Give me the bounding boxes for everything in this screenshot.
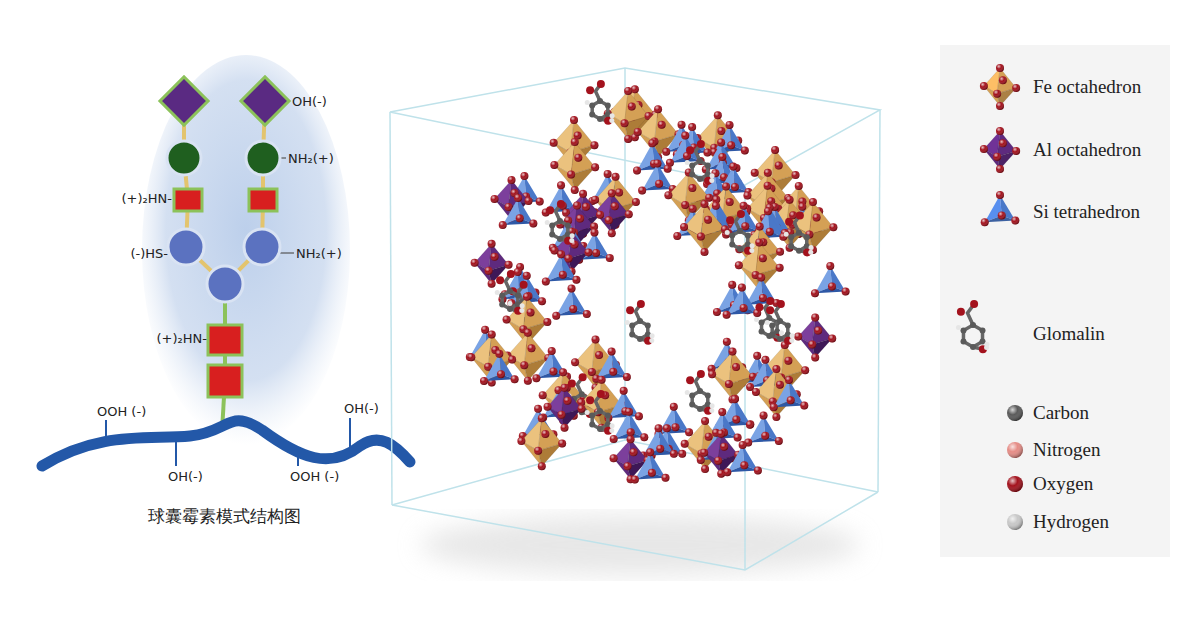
legend-text: Oxygen <box>1033 473 1093 494</box>
legend-swatch <box>960 47 1040 127</box>
group-label: OOH (-) <box>290 467 339 485</box>
caption: 球囊霉素模式结构图 <box>148 506 301 526</box>
group-label: (+)₂HN- <box>157 329 207 347</box>
group-label: OH(-) <box>168 467 203 485</box>
group-label: OOH (-) <box>97 402 146 420</box>
functional-group: NH₂(+) <box>288 151 334 166</box>
functional-group: OOH (-) <box>290 469 339 484</box>
functional-group: (+)₂HN- <box>157 331 207 346</box>
legend-text: Glomalin <box>1033 323 1105 344</box>
legend-swatch <box>960 172 1040 252</box>
group-label: (+)₂HN- <box>122 189 172 207</box>
functional-group: OH(-) <box>292 94 327 109</box>
legend-text: Nitrogen <box>1033 439 1101 460</box>
functional-group: (+)₂HN- <box>122 191 172 206</box>
legend-text: Si tetrahedron <box>1033 201 1140 222</box>
functional-group: (-)HS- <box>130 246 168 261</box>
legend-text: Al octahedron <box>1033 139 1141 160</box>
group-label: NH₂(+) <box>296 244 342 262</box>
group-label: NH₂(+) <box>288 149 334 167</box>
caption-box: 球囊霉素模式结构图 <box>148 505 301 528</box>
functional-group: OH(-) <box>168 469 203 484</box>
legend-swatch <box>928 288 1008 368</box>
legend-text: Fe octahedron <box>1033 76 1141 97</box>
group-label: OH(-) <box>344 399 379 417</box>
glomalin-schematic <box>42 55 410 466</box>
group-label: (-)HS- <box>130 244 168 262</box>
legend-panel <box>940 45 1170 557</box>
group-label: OH(-) <box>292 92 327 110</box>
functional-group: OH(-) <box>344 401 379 416</box>
functional-group: NH₂(+) <box>296 246 342 261</box>
legend-text: Carbon <box>1033 402 1089 423</box>
legend-swatch <box>960 110 1040 190</box>
crystal-structure <box>390 68 880 575</box>
functional-group: OOH (-) <box>97 404 146 419</box>
legend-text: Hydrogen <box>1033 511 1109 532</box>
